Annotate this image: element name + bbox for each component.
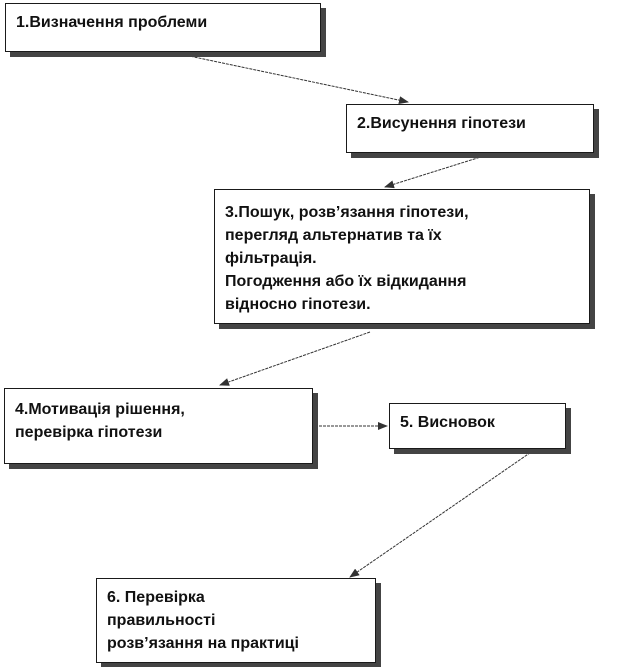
step-6-line: правильності [107, 612, 216, 629]
step-4-line: 4.Мотивація рішення, [15, 401, 185, 418]
step-3-search-solution: 3.Пошук, розв’язання гіпотези, перегляд … [214, 189, 590, 324]
step-1-problem-definition: 1.Визначення проблеми [5, 3, 321, 52]
step-3-line: перегляд альтернатив та їх [225, 227, 442, 244]
step-3-line: Погодження або їх відкидання [225, 273, 467, 290]
arrow-1-to-2 [174, 52, 409, 105]
step-6-line: 6. Перевірка [107, 589, 205, 606]
step-4-line: перевірка гіпотези [15, 424, 163, 441]
step-1-line: 1.Визначення проблеми [16, 14, 208, 31]
arrow-2-to-3 [384, 154, 488, 189]
step-2-hypothesis: 2.Висунення гіпотези [346, 104, 594, 153]
step-3-line: 3.Пошук, розв’язання гіпотези, [225, 204, 469, 221]
step-5-line: 5. Висновок [400, 414, 495, 431]
step-4-motivation: 4.Мотивація рішення, перевірка гіпотези [4, 388, 313, 464]
arrow-3-to-4 [219, 331, 371, 386]
step-3-line: відносно гіпотези. [225, 296, 371, 313]
arrow-5-to-6 [349, 447, 538, 578]
step-3-line: фільтрація. [225, 250, 317, 267]
step-6-line: розв’язання на практиці [107, 635, 299, 652]
step-2-line: 2.Висунення гіпотези [357, 115, 526, 132]
step-6-practice-check: 6. Перевірка правильності розв’язання на… [96, 578, 376, 663]
step-5-conclusion: 5. Висновок [389, 403, 566, 449]
